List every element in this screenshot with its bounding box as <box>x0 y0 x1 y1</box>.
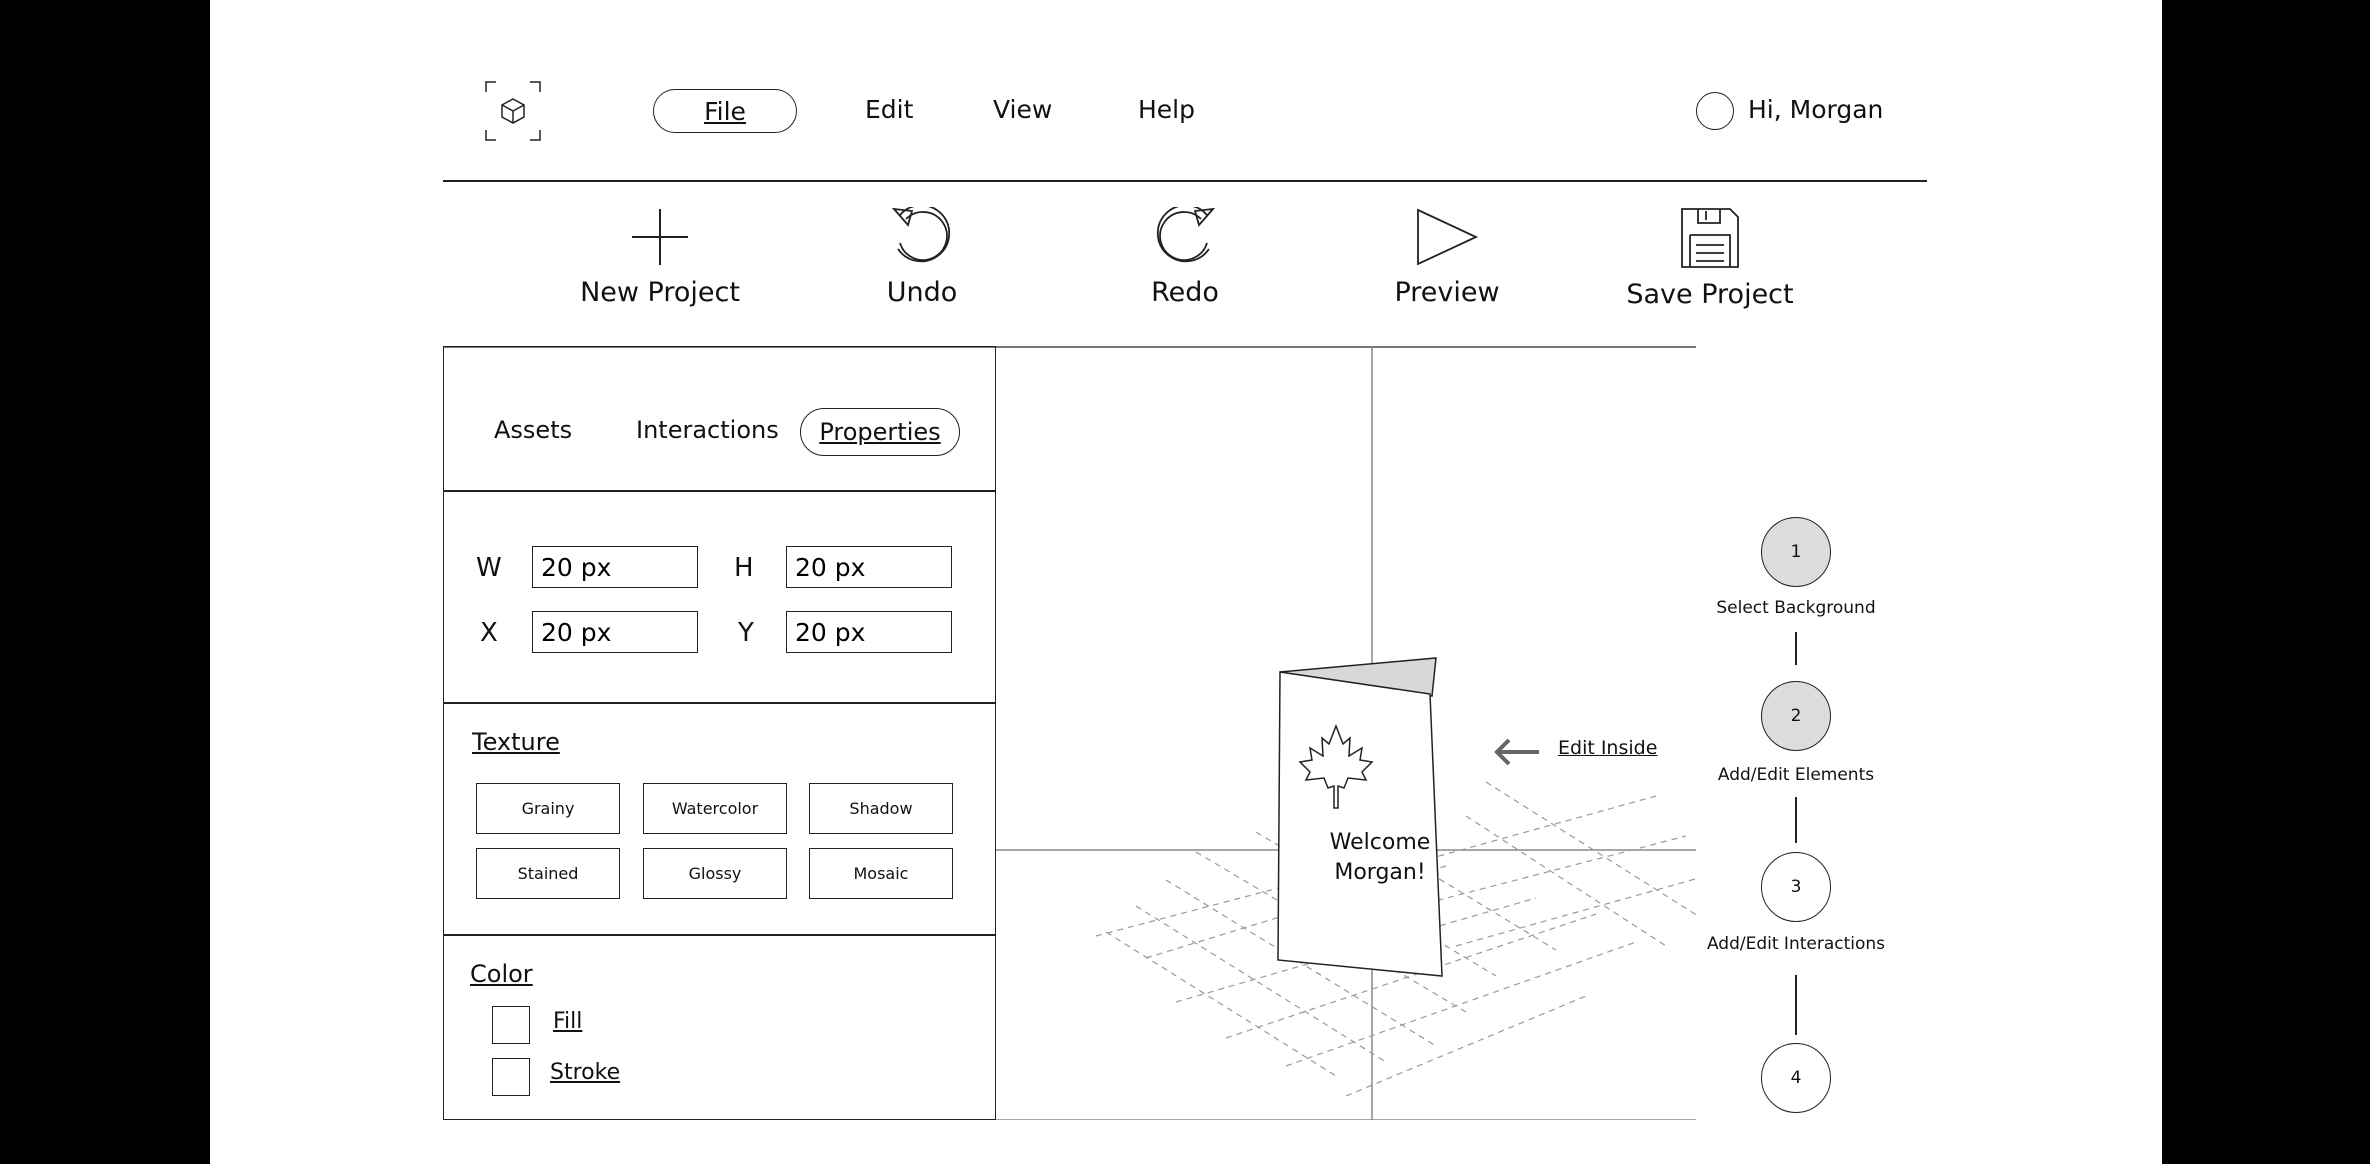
menu-help[interactable]: Help <box>1138 95 1195 124</box>
edit-inside-link[interactable]: Edit Inside <box>1558 737 1658 759</box>
play-icon <box>1417 208 1479 266</box>
app-page: File Edit View Help Hi, Morgan New Proje… <box>210 0 2162 1164</box>
y-input[interactable] <box>786 611 952 653</box>
card-line-1: Welcome <box>1329 830 1431 855</box>
texture-watercolor[interactable]: Watercolor <box>643 783 787 834</box>
step-1-label: Select Background <box>1716 598 1876 618</box>
menu-view[interactable]: View <box>993 95 1053 124</box>
plus-icon <box>632 209 688 265</box>
height-label: H <box>734 553 754 583</box>
height-input[interactable] <box>786 546 952 588</box>
x-label: X <box>480 618 498 648</box>
user-avatar[interactable] <box>1696 92 1734 130</box>
new-project-button[interactable]: New Project <box>550 207 770 308</box>
tab-interactions[interactable]: Interactions <box>636 416 779 444</box>
maple-leaf-icon <box>1298 723 1374 809</box>
redo-label: Redo <box>1151 277 1219 308</box>
stroke-checkbox[interactable] <box>492 1058 530 1096</box>
texture-divider <box>443 934 996 936</box>
dimensions-divider <box>443 702 996 704</box>
header-divider <box>443 180 1927 182</box>
step-connector-1 <box>1795 632 1797 665</box>
arrow-left-icon <box>1494 738 1539 766</box>
step-4-circle[interactable]: 4 <box>1761 1043 1831 1113</box>
texture-title: Texture <box>472 728 560 756</box>
undo-icon <box>891 204 951 263</box>
stroke-label[interactable]: Stroke <box>550 1060 621 1085</box>
menu-edit[interactable]: Edit <box>865 95 914 124</box>
menu-file[interactable]: File <box>653 89 797 133</box>
fill-checkbox[interactable] <box>492 1006 530 1044</box>
card-line-2: Morgan! <box>1334 860 1426 885</box>
color-title: Color <box>470 960 533 988</box>
cube-icon <box>485 81 541 141</box>
redo-icon <box>1156 204 1216 263</box>
step-connector-3 <box>1795 975 1797 1035</box>
step-connector-2 <box>1795 797 1797 843</box>
redo-button[interactable]: Redo <box>1075 204 1295 308</box>
app-logo[interactable] <box>484 80 542 142</box>
save-project-button[interactable]: Save Project <box>1600 207 1820 310</box>
undo-button[interactable]: Undo <box>812 204 1032 308</box>
texture-glossy[interactable]: Glossy <box>643 848 787 899</box>
texture-mosaic[interactable]: Mosaic <box>809 848 953 899</box>
tabs-divider <box>443 490 996 492</box>
step-3-label: Add/Edit Interactions <box>1706 934 1886 954</box>
tab-properties[interactable]: Properties <box>800 408 960 456</box>
undo-label: Undo <box>886 277 958 308</box>
step-3-circle[interactable]: 3 <box>1761 852 1831 922</box>
step-2-label: Add/Edit Elements <box>1717 765 1875 785</box>
texture-grainy[interactable]: Grainy <box>476 783 620 834</box>
properties-panel <box>443 346 996 1120</box>
texture-stained[interactable]: Stained <box>476 848 620 899</box>
preview-label: Preview <box>1394 277 1500 308</box>
preview-button[interactable]: Preview <box>1337 207 1557 308</box>
width-input[interactable] <box>532 546 698 588</box>
step-1-circle[interactable]: 1 <box>1761 517 1831 587</box>
new-project-label: New Project <box>580 277 740 308</box>
toolbar-divider <box>443 346 1927 348</box>
step-2-circle[interactable]: 2 <box>1761 681 1831 751</box>
tab-assets[interactable]: Assets <box>494 416 573 444</box>
width-label: W <box>476 553 502 583</box>
user-greeting: Hi, Morgan <box>1748 95 1884 124</box>
floppy-disk-icon <box>1681 208 1739 268</box>
fill-label[interactable]: Fill <box>553 1009 583 1034</box>
save-project-label: Save Project <box>1626 279 1794 310</box>
y-label: Y <box>738 618 754 648</box>
card-welcome-text: Welcome Morgan! <box>1310 828 1450 888</box>
x-input[interactable] <box>532 611 698 653</box>
greeting-card[interactable] <box>1260 648 1480 978</box>
texture-shadow[interactable]: Shadow <box>809 783 953 834</box>
